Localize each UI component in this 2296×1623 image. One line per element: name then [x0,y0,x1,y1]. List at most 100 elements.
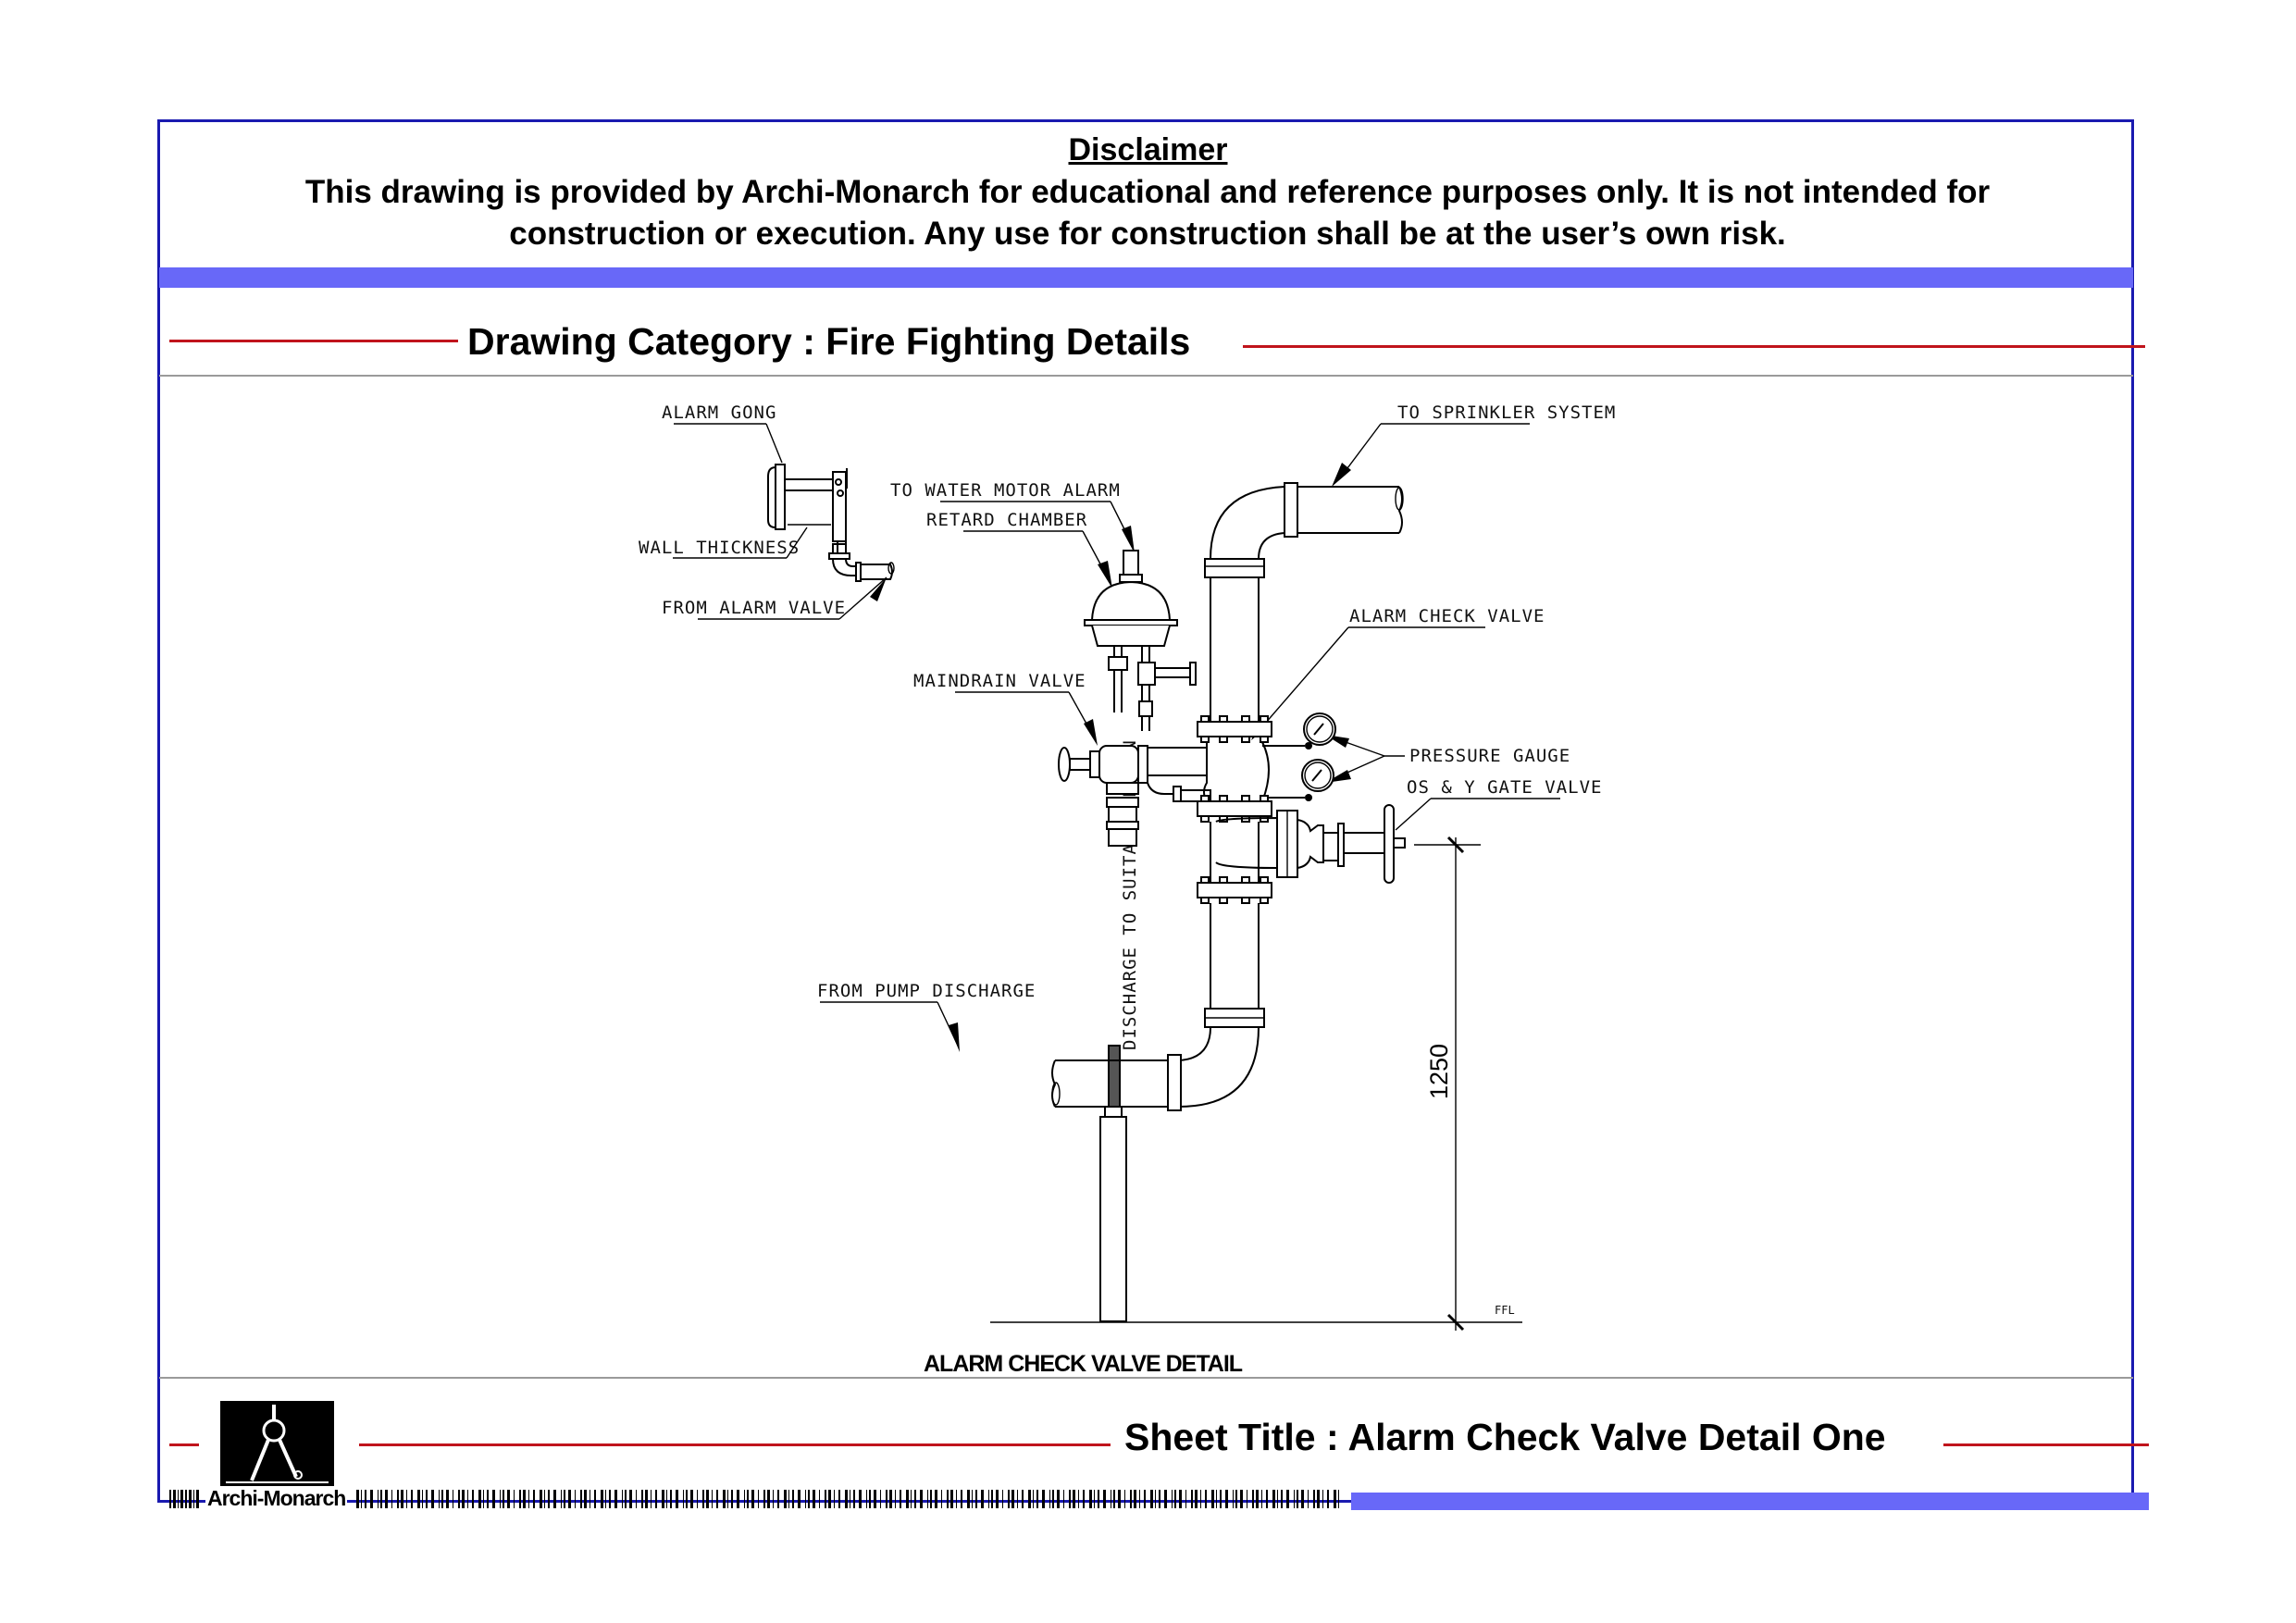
barcode-bar [1281,1490,1283,1508]
barcode-bar [950,1490,953,1508]
barcode-bar [1042,1490,1045,1508]
barcode-bar [446,1490,449,1508]
barcode-bar [859,1490,862,1508]
barcode-bar [594,1490,596,1508]
barcode-bar [900,1490,901,1508]
barcode-bar [716,1490,718,1508]
barcode-bar [1078,1490,1079,1508]
barcode-bar [467,1490,468,1508]
barcode-bar [580,1490,582,1508]
barcode-bar [1022,1490,1024,1508]
barcode-bar [988,1490,989,1508]
barcode-bar [1098,1490,1099,1508]
barcode-bar [895,1490,896,1508]
barcode-bar [845,1490,848,1508]
barcode-bar [981,1490,984,1508]
barcode-bar [792,1490,794,1508]
barcode-bar [1159,1490,1160,1508]
barcode-bar [676,1490,678,1508]
barcode-bar [1130,1490,1132,1508]
barcode-bar [828,1490,831,1508]
barcode-bar [763,1490,765,1508]
barcode-bar [1216,1490,1217,1508]
logo-text: Archi-Monarch [205,1486,348,1511]
maindrain-valve [1058,745,1211,1121]
barcode-bar [1049,1490,1050,1508]
barcode-bar [690,1490,693,1508]
barcode-bar [798,1490,800,1508]
barcode-bar [747,1490,749,1508]
os-y-gate-valve [1215,804,1406,884]
barcode-bar [935,1490,937,1508]
barcode-bar [1317,1490,1320,1508]
barcode-bar [1338,1490,1339,1508]
barcode-bar [1094,1490,1095,1508]
barcode-bar [651,1490,652,1508]
barcode-bar [422,1490,423,1508]
barcode-bar [636,1490,637,1508]
ffl-line: FFL [990,1304,1522,1323]
barcode-bar [1069,1490,1071,1508]
label-os-y-gate-valve: OS & Y GATE VALVE [1407,777,1602,798]
barcode-bar [1266,1490,1268,1508]
category-rule-right [1243,345,2145,348]
barcode-bar [1124,1490,1125,1508]
barcode-bar [361,1490,362,1508]
barcode-bar [686,1490,688,1508]
barcode-bar [385,1490,388,1508]
barcode-bar [519,1490,521,1508]
barcode-bar [662,1490,664,1508]
footer-divider [159,1377,2133,1379]
drawing-category-title: Drawing Category : Fire Fighting Details [467,320,1191,363]
barcode-bar [417,1490,420,1508]
barcode-bar [967,1490,970,1508]
barcode-bar [941,1490,942,1508]
barcode-bar [731,1490,733,1508]
barcode-bar [825,1490,826,1508]
barcode-bar [1256,1490,1259,1508]
barcode-bar [996,1490,999,1508]
barcode-bar [947,1490,949,1508]
barcode-bar [991,1490,993,1508]
barcode-bar [426,1490,428,1508]
barcode-bar [1002,1490,1003,1508]
barcode-bar [614,1490,617,1508]
barcode-bar [1235,1490,1237,1508]
barcode-bar [380,1490,382,1508]
footer-band [1351,1493,2149,1510]
barcode-bar [462,1490,465,1508]
barcode-bar [548,1490,550,1508]
barcode-bar [1033,1490,1034,1508]
archi-monarch-logo [220,1401,334,1488]
barcode-bar [866,1490,867,1508]
barcode-bar [1174,1490,1176,1508]
barcode-bar [1172,1490,1173,1508]
barcode-bar [1057,1490,1060,1508]
label-to-sprinkler-system: TO SPRINKLER SYSTEM [1397,403,1616,423]
alarm-gong-bell [775,464,786,530]
barcode-bar [697,1490,698,1508]
barcode-bar [1028,1490,1031,1508]
barcode-bar [1308,1490,1309,1508]
barcode-bar [1155,1490,1156,1508]
barcode-left [169,1490,199,1508]
barcode-bar [645,1490,648,1508]
barcode-bar [514,1490,515,1508]
barcode-bar [553,1490,556,1508]
barcode-bar [683,1490,684,1508]
barcode-bar [483,1490,484,1508]
barcode-bar [458,1490,460,1508]
barcode-bar [880,1490,881,1508]
ffl-label: FFL [1495,1304,1515,1317]
barcode-bar [540,1490,542,1508]
dimension-value: 1250 [1425,1044,1453,1099]
barcode-bar [819,1490,820,1508]
barcode-bar [838,1490,840,1508]
barcode-bar [723,1490,726,1508]
barcode-bar [702,1490,704,1508]
barcode-bar [1134,1490,1136,1508]
barcode-bar [706,1490,709,1508]
barcode-bar [1118,1490,1121,1508]
compass-icon [226,1405,329,1483]
barcode-bar [406,1490,407,1508]
